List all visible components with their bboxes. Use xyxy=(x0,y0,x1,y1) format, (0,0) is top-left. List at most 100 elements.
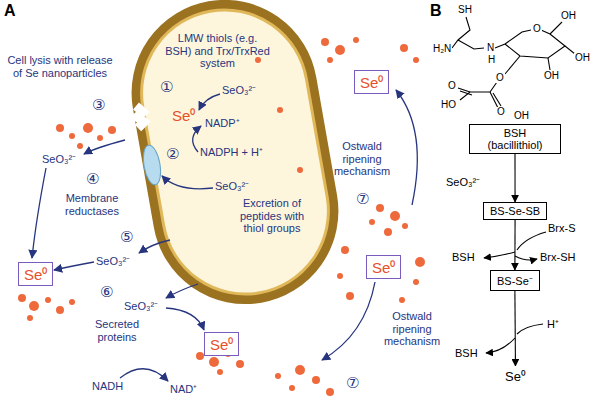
drawing-path xyxy=(460,91,472,95)
drawing-ellipse xyxy=(141,144,164,186)
drawing-path xyxy=(136,106,144,128)
text-label: BSH xyxy=(452,251,475,264)
drawing-circle xyxy=(69,133,75,139)
drawing-circle xyxy=(295,365,305,375)
drawing-path xyxy=(517,232,546,250)
text-label: Ostwald ripening mechanism xyxy=(322,140,402,178)
drawing-path xyxy=(84,140,125,154)
text-label: Excretion of peptides with thiol groups xyxy=(232,197,312,235)
node-text: Se⁰ xyxy=(360,72,383,92)
drawing-path xyxy=(517,324,543,334)
callout-number: ② xyxy=(166,147,179,162)
drawing-circle xyxy=(413,57,419,63)
drawing-path xyxy=(484,252,515,258)
text-label: BSH xyxy=(455,347,478,360)
callout-number: ④ xyxy=(86,172,99,187)
text-label: SeO₃²⁻ xyxy=(42,153,76,166)
drawing-circle xyxy=(321,38,329,46)
drawing-circle xyxy=(326,388,334,396)
selenium-box: Se⁰ xyxy=(204,332,239,356)
drawing-circle xyxy=(217,369,223,375)
process-box: BSH (bacillithiol) xyxy=(469,124,561,154)
atom-label: H xyxy=(487,55,496,65)
drawing-path xyxy=(32,168,46,258)
atom-label: O xyxy=(447,81,457,91)
text-label: H⁺ xyxy=(547,318,559,331)
drawing-circle xyxy=(337,273,343,279)
text-label: SeO₃²⁻ xyxy=(96,255,130,268)
atom-label: OH xyxy=(543,71,560,81)
node-text: BSH (bacillithiol) xyxy=(476,127,554,151)
atom-label: H₂N xyxy=(432,44,452,54)
process-box: BS-Se⁻ xyxy=(490,270,540,291)
drawing-circle xyxy=(384,228,392,236)
drawing-circle xyxy=(400,44,408,52)
text-label: Se⁰ xyxy=(172,107,195,124)
drawing-circle xyxy=(277,107,283,113)
drawing-circle xyxy=(77,143,83,149)
callout-number: ⑥ xyxy=(100,285,113,300)
selenium-box: Se⁰ xyxy=(18,262,53,286)
drawing-circle xyxy=(335,45,345,55)
drawing-path xyxy=(166,284,198,298)
text-label: SeO₃²⁻ xyxy=(124,300,158,313)
panel-letter: A xyxy=(4,2,16,20)
drawing-circle xyxy=(413,279,419,285)
selenium-box: Se⁰ xyxy=(366,255,401,279)
drawing-path xyxy=(166,308,204,330)
drawing-circle xyxy=(27,315,33,321)
text-label: Ostwald ripening mechanism xyxy=(374,310,450,348)
drawing-path xyxy=(505,30,565,58)
node-text: BS-Se-SB xyxy=(490,205,540,217)
text-label: NADH xyxy=(92,380,123,393)
drawing-circle xyxy=(56,306,64,314)
node-text: Se⁰ xyxy=(372,257,395,277)
drawing-circle xyxy=(312,376,320,384)
drawing-path xyxy=(452,17,470,48)
drawing-path xyxy=(322,282,375,360)
text-label: NAD⁺ xyxy=(170,383,197,396)
text-label: NADP⁺ xyxy=(205,117,240,130)
drawing-circle xyxy=(327,57,333,63)
drawing-path xyxy=(548,58,550,70)
text-label: SeO₃²⁻ xyxy=(222,84,256,97)
drawing-circle xyxy=(415,257,425,267)
atom-label: OH xyxy=(560,11,577,21)
text-label: Membrane reductases xyxy=(52,192,132,217)
drawing-circle xyxy=(108,126,116,134)
drawing-circle xyxy=(69,299,75,305)
drawing-path xyxy=(493,93,501,106)
drawing-g xyxy=(32,90,417,381)
drawing-path xyxy=(505,56,520,74)
drawing-path xyxy=(199,94,220,110)
drawing-circle xyxy=(255,57,261,63)
text-label: SeO₃²⁻ xyxy=(446,176,480,189)
callout-number: ⑦ xyxy=(346,376,359,391)
drawing-circle xyxy=(376,204,384,212)
drawing-path xyxy=(458,40,484,49)
drawing-circle xyxy=(45,297,51,303)
text-label: SeO₃²⁻ xyxy=(215,180,249,193)
drawing-circle xyxy=(399,297,405,303)
process-box: Se⁰ xyxy=(502,366,529,386)
drawing-circle xyxy=(196,352,204,360)
text-label: LMW thiols (e.g. BSH) and Trx/TrxRed sys… xyxy=(165,32,270,70)
drawing-circle xyxy=(402,223,408,229)
drawing-circle xyxy=(83,123,93,133)
drawing-path xyxy=(193,126,201,152)
connector xyxy=(514,291,516,366)
drawing-circle xyxy=(56,124,64,132)
drawing-circle xyxy=(236,360,244,368)
drawing-circle xyxy=(209,357,219,367)
atom-label: O xyxy=(496,107,506,117)
drawing-circle xyxy=(390,211,400,221)
drawing-circle xyxy=(297,167,303,173)
drawing-rect xyxy=(128,0,341,307)
drawing-circle xyxy=(353,37,359,43)
callout-number: ① xyxy=(160,80,173,95)
text-label: NADPH + H⁺ xyxy=(200,146,263,159)
node-text: BS-Se⁻ xyxy=(497,273,533,288)
node-text: Se⁰ xyxy=(210,334,233,354)
atom-label: O xyxy=(532,24,542,34)
callout-number: ⑤ xyxy=(120,230,133,245)
